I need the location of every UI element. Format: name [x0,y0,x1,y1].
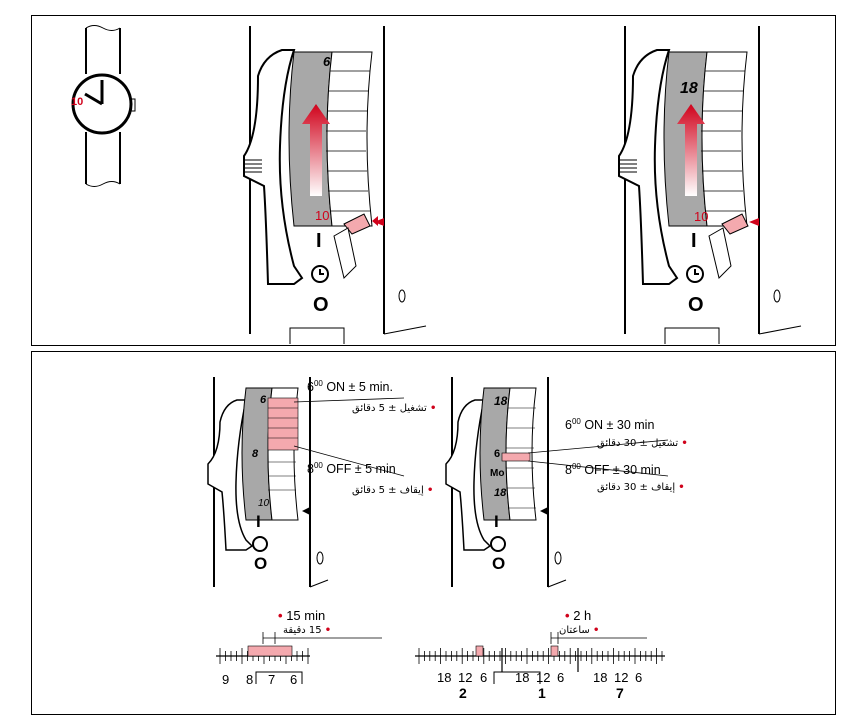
dial-bottom-number-left: 10 [315,208,330,223]
interval-label-left-arabic: • 15 دقيقة [283,625,332,636]
dial-number: 18 [494,394,508,408]
switch-on-symbol-bottom-right: I [494,512,499,531]
dial-bottom-number-right: 10 [694,209,709,224]
dial-number: Mo [490,468,505,479]
interval-label-right-arabic: • ساعتان [559,625,600,636]
scale-tick-label: 12 [458,670,473,685]
scale-tick-label: 7 [268,672,276,687]
interval-label-right: • 2 h [565,608,592,623]
off-label-right: 800 OFF ± 30 min [565,462,661,478]
day-label: 2 [459,685,467,701]
off-label-left: 800 OFF ± 5 min [307,461,396,477]
switch-off-symbol-bottom-right: O [492,554,506,573]
switch-on-symbol-bottom-left: I [256,512,261,531]
dial-top-number-left: 6 [323,54,331,69]
on-label-right-arabic: • تشغيل ± 30 دقائق [597,438,688,449]
on-label-left: 600 ON ± 5 min. [307,379,393,395]
scale-tick-label: 18 [437,670,452,685]
wristwatch-icon [71,25,136,187]
scale-tick-label: 9 [222,672,230,687]
switch-on-symbol-right: I [691,230,697,252]
watch-hour-label: 10 [71,96,84,108]
scale-tick-label: 18 [515,670,530,685]
switch-off-symbol-right: O [688,294,704,316]
scale-right [415,632,665,672]
interval-label-left: • 15 min [278,608,326,623]
top-illustration [71,25,802,344]
day-label: 1 [538,685,546,701]
timer-device-left [243,26,427,344]
dial-number: 6 [260,394,267,406]
timer-device-bottom-left [207,377,405,684]
scale-tick-label: 6 [480,670,488,685]
day-label: 7 [616,685,624,701]
dial-number: 18 [494,487,507,499]
scale-tick-label: 6 [290,672,298,687]
switch-off-symbol-bottom-left: O [254,554,268,573]
on-label-left-arabic: • تشغيل ± 5 دقائق [352,403,437,414]
off-label-right-arabic: • إيقاف ± 30 دقائق [597,482,685,493]
off-label-left-arabic: • إيقاف ± 5 دقائق [352,485,434,496]
scale-tick-label: 12 [536,670,551,685]
dial-number: 8 [252,448,259,460]
bottom-illustration [207,377,669,684]
timer-device-bottom-right [445,377,669,684]
scale-tick-label: 12 [614,670,629,685]
switch-off-symbol-left: O [313,294,329,316]
scale-tick-label: 6 [635,670,643,685]
dial-number: 10 [258,498,270,509]
timer-device-right [618,26,802,344]
dial-top-number-right: 18 [680,80,698,97]
scale-tick-label: 8 [246,672,254,687]
bottom-panel: 6 8 10 600 ON ± 5 min. • تشغيل ± 5 دقائق… [31,351,836,715]
dial-number: 6 [494,448,501,460]
scale-tick-label: 6 [557,670,565,685]
scale-left [216,632,382,664]
scale-tick-label: 18 [593,670,608,685]
switch-on-symbol-left: I [316,230,322,252]
on-label-right: 600 ON ± 30 min [565,417,655,433]
top-panel: 10 6 10 18 10 I O I O [31,15,836,346]
